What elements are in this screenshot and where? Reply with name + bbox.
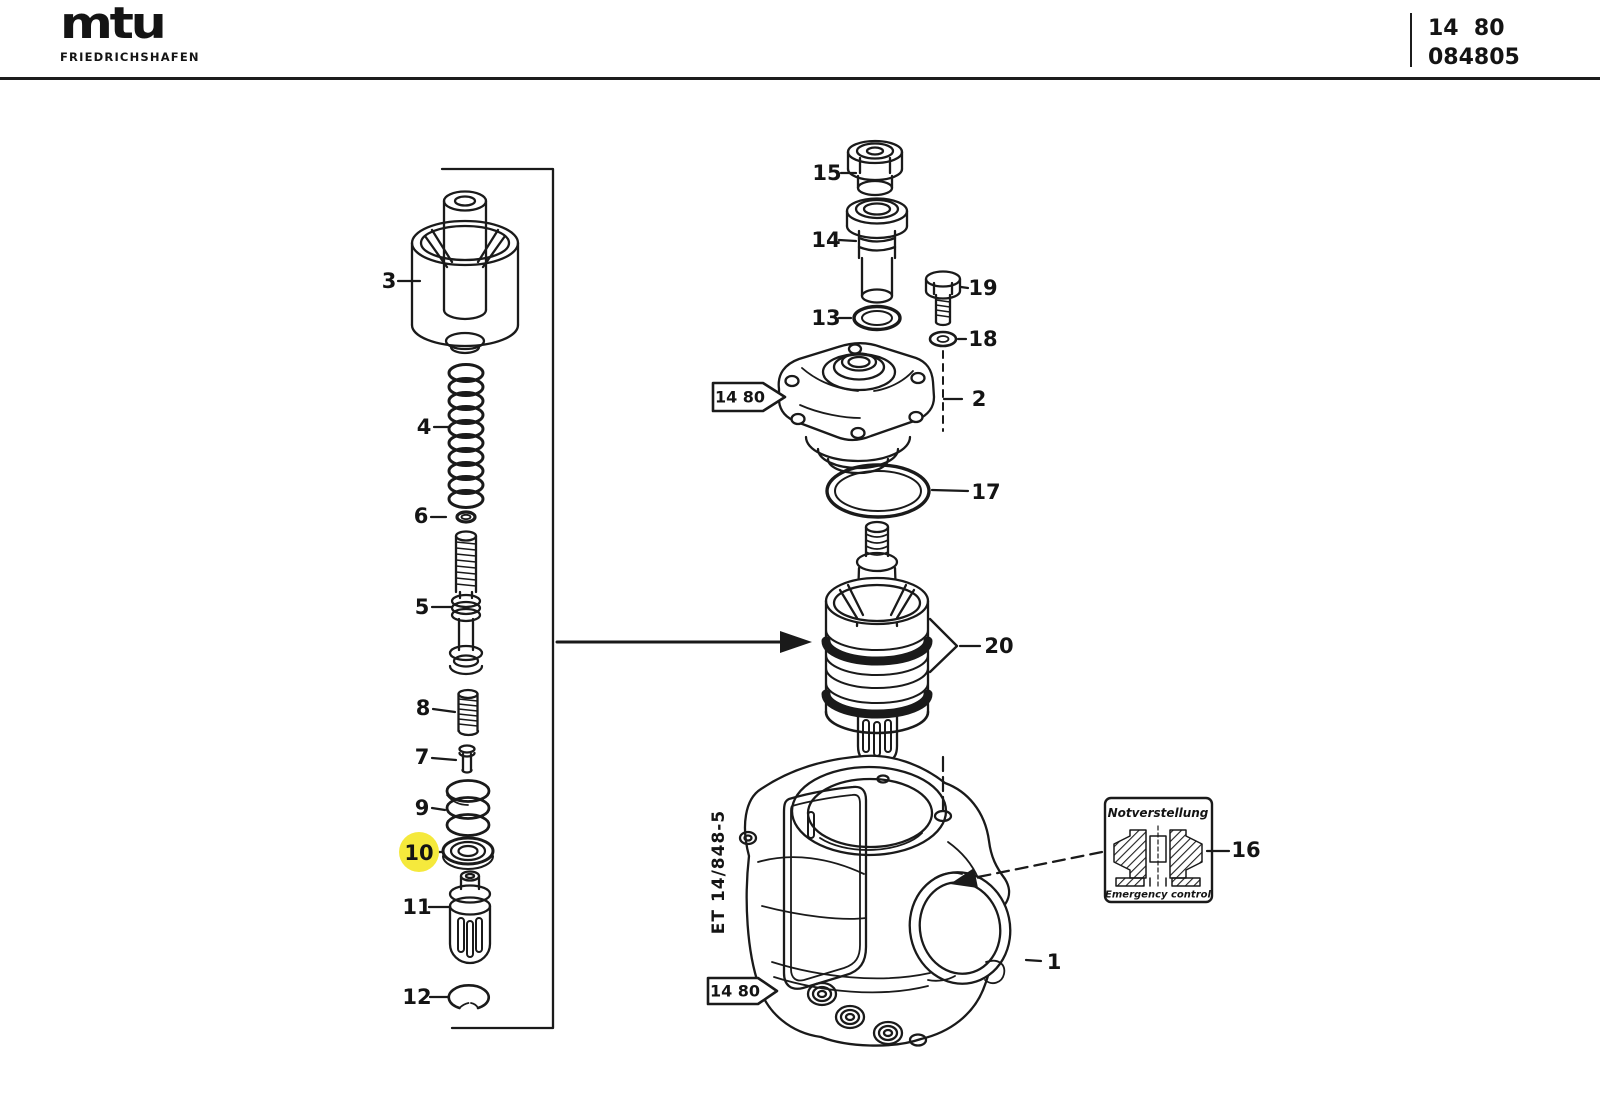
callout-12: 12 [402,985,431,1009]
header-divider [1410,13,1412,67]
callout-leaders [396,171,1231,999]
page-code: 14 80 084805 [1428,14,1520,72]
callout-10: 10 [404,841,433,865]
header-rule [0,77,1600,80]
inset-title-en: Emergency control [1105,890,1211,901]
part-14-sleeve-screw [845,197,909,304]
mtu-logo-text: mtu [60,0,167,49]
part-10-washer [441,836,495,870]
callout-1: 1 [1047,950,1062,974]
part-19-bolt [924,270,962,327]
part-20-piston-assembly [821,520,959,766]
callout-7: 7 [415,745,430,769]
part-6-ring [455,510,477,524]
part-2-cover [777,342,936,475]
callout-4: 4 [417,415,432,439]
part-1-housing [738,754,1012,1047]
inset-title-de: Notverstellung [1108,806,1209,820]
callout-13: 13 [811,306,840,330]
callout-11: 11 [402,895,431,919]
part-5-rod [448,530,484,676]
part-18-washer [928,330,958,348]
callout-19: 19 [968,276,997,300]
callout-2: 2 [972,387,987,411]
part-16-inset-box [1103,796,1214,904]
inset-leader-arrow [950,850,1104,888]
callout-6: 6 [414,504,429,528]
ref-box-top [711,381,787,413]
callout-15: 15 [812,161,841,185]
callout-14: 14 [811,228,840,252]
page-code-number: 084805 [1428,45,1520,71]
callout-5: 5 [415,595,430,619]
assembly-arrow [555,631,812,653]
part-9-spring-washers [445,779,491,837]
part-3-piston-cup [410,190,520,355]
page-code-group: 14 80 [1428,16,1505,41]
mtu-logo-subtext: FRIEDRICHSHAFEN [60,50,200,64]
highlight-ellipse [399,832,439,872]
callout-20: 20 [984,634,1013,658]
part-12-snap-ring [447,984,491,1010]
callout-8: 8 [416,696,431,720]
ref-box-bottom-label: 14 80 [710,982,760,1001]
callout-16: 16 [1231,838,1260,862]
part-17-o-ring [825,463,931,519]
callout-labels: 3 4 6 5 8 7 9 10 11 12 15 14 19 13 18 2 … [382,161,1261,1009]
part-15-cap-nut [846,139,904,197]
part-8-threaded-stud [457,688,480,737]
ref-box-bottom [706,976,779,1006]
callout-18: 18 [968,327,997,351]
ref-box-top-label: 14 80 [715,388,765,407]
part-7-pin [458,744,476,774]
side-note: ET 14/848-5 [709,810,729,934]
callout-17: 17 [971,480,1000,504]
mtu-logo: mtu FRIEDRICHSHAFEN [60,2,200,64]
part-11-valve-piston [448,870,492,965]
part-4-coil-spring [447,363,485,509]
callout-3: 3 [382,269,397,293]
part-13-seal-ring [852,304,902,332]
group-bracket [440,167,555,1030]
callout-9: 9 [415,796,430,820]
